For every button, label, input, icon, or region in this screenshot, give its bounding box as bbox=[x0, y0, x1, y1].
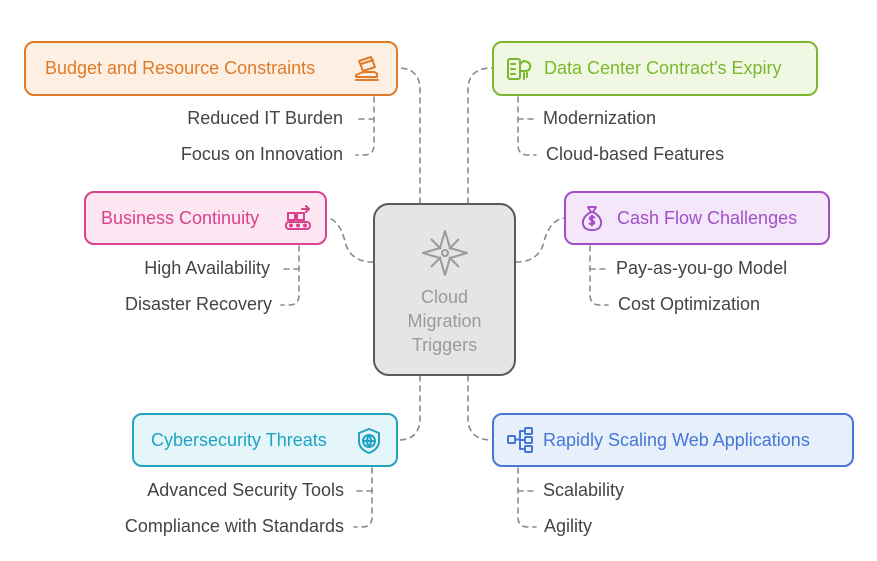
node-label: Rapidly Scaling Web Applications bbox=[543, 429, 810, 450]
center-title-line: Triggers bbox=[411, 335, 478, 355]
node-cash-flow: Cash Flow Challenges bbox=[564, 191, 830, 245]
shield-globe-icon bbox=[354, 426, 384, 456]
node-label: Budget and Resource Constraints bbox=[45, 58, 316, 78]
node-label: Cash Flow Challenges bbox=[617, 207, 798, 228]
node-label: Business Continuity bbox=[101, 207, 260, 228]
subtopic: Agility bbox=[544, 516, 593, 536]
subtopic: Focus on Innovation bbox=[180, 144, 343, 164]
node-budget-constraints: Budget and Resource Constraints bbox=[24, 41, 398, 96]
subtopic: Cloud-based Features bbox=[546, 144, 725, 164]
network-tree-icon bbox=[505, 425, 535, 455]
server-cloud-icon bbox=[504, 54, 534, 84]
node-business-continuity: Business Continuity bbox=[84, 191, 327, 245]
credit-card-hand-icon bbox=[352, 54, 382, 84]
subtopic: Modernization bbox=[543, 108, 657, 128]
node-data-center-expiry: Data Center Contract's Expiry bbox=[492, 41, 818, 96]
subtopic: Disaster Recovery bbox=[124, 294, 272, 314]
node-label: Cybersecurity Threats bbox=[151, 429, 327, 450]
node-rapid-scaling: Rapidly Scaling Web Applications bbox=[492, 413, 854, 467]
node-cybersecurity: Cybersecurity Threats bbox=[132, 413, 398, 467]
subtopic: Compliance with Standards bbox=[124, 516, 344, 536]
subtopic: Reduced IT Burden bbox=[187, 108, 343, 128]
compass-icon bbox=[422, 230, 468, 276]
center-title-line: Cloud bbox=[420, 287, 469, 307]
subtopic: Pay-as-you-go Model bbox=[616, 258, 788, 278]
subtopic: High Availability bbox=[144, 258, 270, 278]
center-title-line: Migration bbox=[407, 311, 482, 331]
subtopic: Cost Optimization bbox=[618, 294, 761, 314]
subtopic: Advanced Security Tools bbox=[147, 480, 344, 500]
money-bag-icon bbox=[577, 203, 607, 233]
conveyor-icon bbox=[283, 204, 313, 234]
center-node: Cloud Migration Triggers bbox=[373, 203, 516, 376]
node-label: Data Center Contract's Expiry bbox=[544, 58, 782, 78]
subtopic: Scalability bbox=[543, 480, 625, 500]
center-title: Cloud Migration Triggers bbox=[375, 285, 514, 357]
